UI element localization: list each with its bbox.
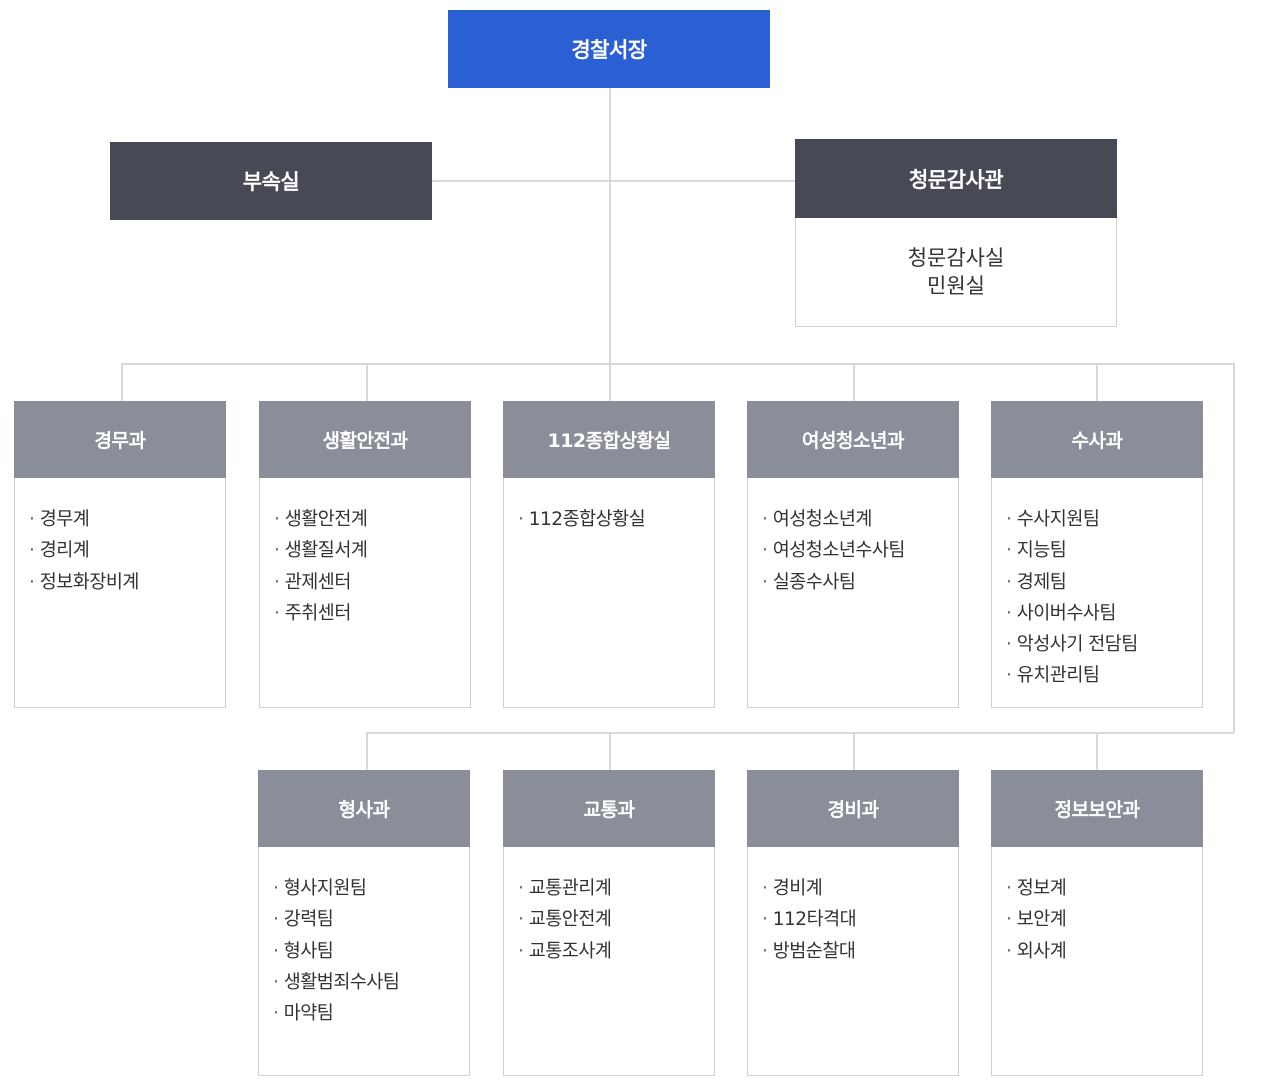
- dept-item-list: 형사지원팀 강력팀 형사팀 생활범죄수사팀 마약팀: [259, 847, 469, 1029]
- list-item: 교통관리계: [518, 873, 714, 904]
- dept-card: 112종합상황실 112종합상황실: [503, 401, 715, 708]
- dept-card: 수사과 수사지원팀 지능팀 경제팀 사이버수사팀 악성사기 전담팀 유치관리팀: [991, 401, 1203, 708]
- dept-item-list: 여성청소년계 여성청소년수사팀 실종수사팀: [748, 478, 958, 598]
- list-item: 경비계: [762, 873, 958, 904]
- dept-card: 여성청소년과 여성청소년계 여성청소년수사팀 실종수사팀: [747, 401, 959, 708]
- list-item: 수사지원팀: [1006, 504, 1202, 535]
- chief-box: 경찰서장: [448, 10, 770, 88]
- dept-item-list: 수사지원팀 지능팀 경제팀 사이버수사팀 악성사기 전담팀 유치관리팀: [992, 478, 1202, 692]
- dept-title: 112종합상황실: [503, 401, 715, 478]
- list-item: 악성사기 전담팀: [1006, 629, 1202, 660]
- list-item: 주취센터: [274, 598, 470, 629]
- dept-item-list: 112종합상황실: [504, 478, 714, 535]
- inspector-box: 청문감사관: [795, 139, 1117, 218]
- inspector-item: 청문감사실: [907, 246, 1005, 270]
- dept-title: 여성청소년과: [747, 401, 959, 478]
- list-item: 여성청소년수사팀: [762, 535, 958, 566]
- list-item: 유치관리팀: [1006, 660, 1202, 691]
- list-item: 경제팀: [1006, 567, 1202, 598]
- dept-item-list: 정보계 보안계 외사계: [992, 847, 1202, 967]
- dept-card: 경비과 경비계 112타격대 방범순찰대: [747, 770, 959, 1076]
- chief-label: 경찰서장: [571, 38, 647, 62]
- list-item: 정보계: [1006, 873, 1202, 904]
- dept-title: 생활안전과: [259, 401, 471, 478]
- list-item: 마약팀: [273, 998, 469, 1029]
- dept-title: 정보보안과: [991, 770, 1203, 847]
- list-item: 외사계: [1006, 936, 1202, 967]
- list-item: 형사지원팀: [273, 873, 469, 904]
- dept-item-list: 경비계 112타격대 방범순찰대: [748, 847, 958, 967]
- list-item: 정보화장비계: [29, 567, 225, 598]
- list-item: 방범순찰대: [762, 936, 958, 967]
- dept-title: 형사과: [258, 770, 470, 847]
- dept-card: 경무과 경무계 경리계 정보화장비계: [14, 401, 226, 708]
- dept-title: 경무과: [14, 401, 226, 478]
- list-item: 관제센터: [274, 567, 470, 598]
- dept-card: 교통과 교통관리계 교통안전계 교통조사계: [503, 770, 715, 1076]
- list-item: 형사팀: [273, 936, 469, 967]
- dept-item-list: 교통관리계 교통안전계 교통조사계: [504, 847, 714, 967]
- annex-box: 부속실: [110, 142, 432, 220]
- inspector-item: 민원실: [927, 274, 985, 298]
- annex-label: 부속실: [242, 170, 300, 194]
- list-item: 112타격대: [762, 904, 958, 935]
- list-item: 보안계: [1006, 904, 1202, 935]
- dept-item-list: 경무계 경리계 정보화장비계: [15, 478, 225, 598]
- list-item: 경무계: [29, 504, 225, 535]
- list-item: 112종합상황실: [518, 504, 714, 535]
- list-item: 강력팀: [273, 904, 469, 935]
- list-item: 사이버수사팀: [1006, 598, 1202, 629]
- dept-card: 형사과 형사지원팀 강력팀 형사팀 생활범죄수사팀 마약팀: [258, 770, 470, 1076]
- dept-title: 경비과: [747, 770, 959, 847]
- list-item: 교통조사계: [518, 936, 714, 967]
- inspector-label: 청문감사관: [908, 167, 1004, 192]
- list-item: 생활범죄수사팀: [273, 967, 469, 998]
- list-item: 생활안전계: [274, 504, 470, 535]
- list-item: 생활질서계: [274, 535, 470, 566]
- list-item: 경리계: [29, 535, 225, 566]
- list-item: 여성청소년계: [762, 504, 958, 535]
- dept-item-list: 생활안전계 생활질서계 관제센터 주취센터: [260, 478, 470, 629]
- dept-card: 정보보안과 정보계 보안계 외사계: [991, 770, 1203, 1076]
- dept-card: 생활안전과 생활안전계 생활질서계 관제센터 주취센터: [259, 401, 471, 708]
- list-item: 지능팀: [1006, 535, 1202, 566]
- inspector-sub-panel: 청문감사실 민원실: [795, 218, 1117, 327]
- dept-title: 교통과: [503, 770, 715, 847]
- list-item: 교통안전계: [518, 904, 714, 935]
- dept-title: 수사과: [991, 401, 1203, 478]
- list-item: 실종수사팀: [762, 567, 958, 598]
